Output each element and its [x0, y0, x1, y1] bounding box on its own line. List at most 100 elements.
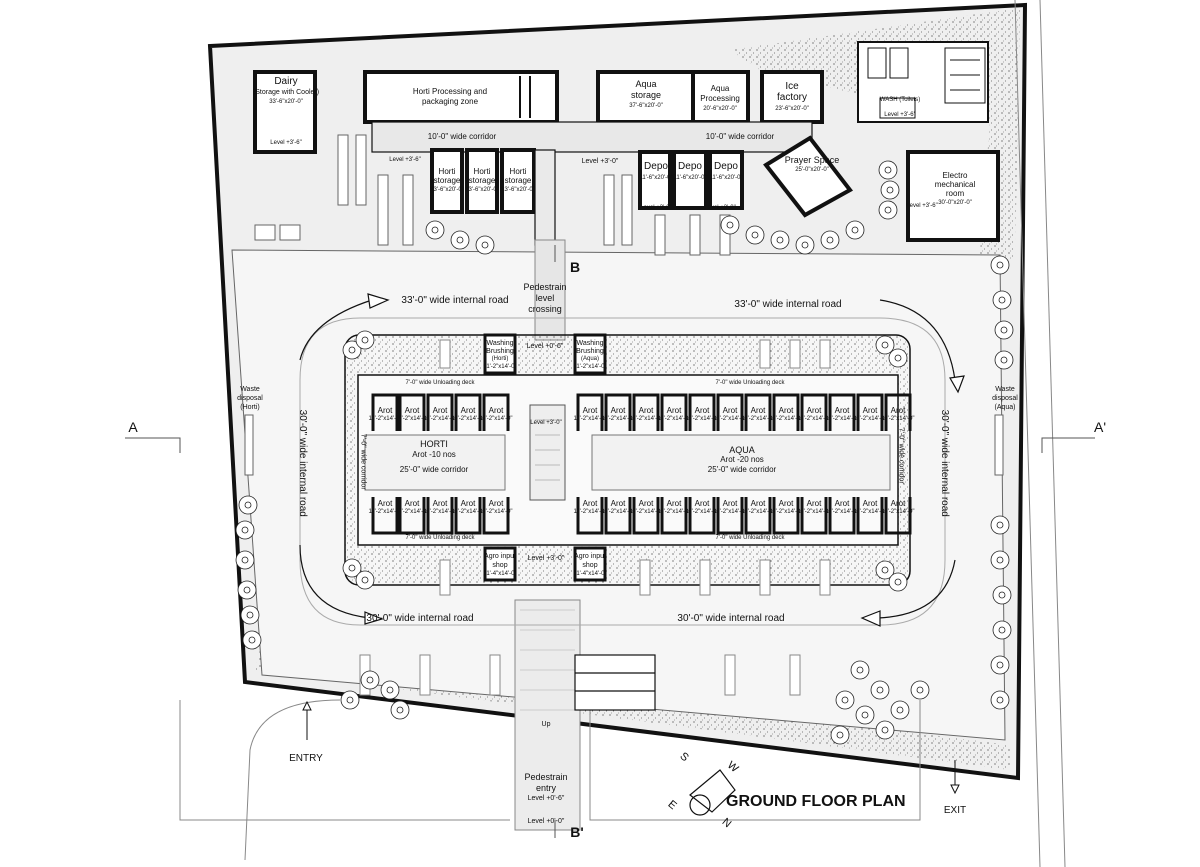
dairy-sub: (Storage with Cooler) [252, 89, 320, 96]
arot-stall [398, 497, 426, 535]
ice-factory-dim: 23'-6"x20'-0" [775, 106, 809, 112]
dairy-name: Dairy [274, 76, 298, 87]
wash-label: WASH (Toilets) [879, 97, 921, 103]
arot-dim: 11'-2"x14'-0" [685, 509, 719, 515]
road-arrows [299, 293, 965, 627]
trees [235, 160, 1014, 745]
parking-bays-top [254, 134, 731, 256]
arot-dim: 11'-2"x14'-0" [368, 509, 402, 515]
washing-aqua-line2: Brushing [576, 348, 604, 355]
arot-stall [632, 393, 660, 431]
tree-center [431, 226, 439, 234]
tree-center [886, 186, 894, 194]
tree-center [348, 346, 356, 354]
arot-label: Arot [694, 406, 710, 415]
tree-center [361, 576, 369, 584]
arot-stall [828, 497, 856, 535]
arot-label: Arot [610, 406, 626, 415]
tree-center [996, 696, 1004, 704]
depo-2-dim: 11'-6"x20'-0" [673, 175, 707, 181]
shops-near-entry [574, 654, 656, 711]
arot-stall [426, 497, 454, 535]
arot-stall [576, 497, 604, 535]
arot-stall [398, 393, 426, 431]
section-a-left: A [128, 419, 138, 435]
arot-stall [744, 497, 772, 535]
tree-center [851, 226, 859, 234]
waste-aqua-line2: disposal [992, 395, 1018, 402]
tree-center [396, 706, 404, 714]
arot-dim: 11'-2"x14'-0" [713, 509, 747, 515]
arot-dim: 11'-2"x14'-0" [451, 416, 485, 422]
arot-dim: 11'-2"x14'-0" [423, 509, 457, 515]
corridor-right: 10'-0" wide corridor [705, 132, 775, 141]
horti-storage-3-line1: Horti [509, 167, 527, 176]
arot-dim: 11'-2"x14'-0" [825, 416, 859, 422]
horti-corridor-box [364, 434, 506, 491]
arot-stall [371, 393, 399, 431]
arot-label: Arot [890, 499, 906, 508]
arot-label: Arot [460, 499, 476, 508]
waste-aqua-line3: (Aqua) [994, 404, 1016, 411]
arot-dim: 11'-2"x14'-0" [797, 416, 831, 422]
arot-dim: 11'-2"x14'-0" [825, 509, 859, 515]
arot-label: Arot [638, 406, 654, 415]
north-building-block [253, 41, 1000, 246]
dairy-dim: 33'-6"x20'-0" [269, 99, 303, 105]
waste-aqua-line1: Waste [995, 386, 1015, 393]
tree-center [996, 556, 1004, 564]
arot-stall [604, 393, 632, 431]
horti-processing-line1: Horti Processing and [412, 87, 488, 96]
arot-label: Arot [666, 499, 682, 508]
arot-dim: 11'-2"x14'-0" [601, 416, 635, 422]
unloading-deck-bottom-left: 7'-0" wide Unloading deck [405, 535, 475, 541]
unloading-deck-top-right: 7'-0" wide Unloading deck [715, 380, 785, 386]
horti-storage-2-line1: Horti [473, 167, 491, 176]
tree-center [776, 236, 784, 244]
washing-aqua-line1: Washing [576, 340, 604, 347]
arot-label: Arot [778, 406, 794, 415]
tree-center [241, 556, 249, 564]
arot-dim: 11'-2"x14'-0" [657, 509, 691, 515]
tree-center [996, 261, 1004, 269]
washing-horti-line1: Washing [486, 340, 514, 347]
ice-factory-line1: Ice [785, 81, 799, 92]
depo-level-1: Level +3'-0" [640, 205, 672, 211]
road-30-left-vertical: 30'-0" wide internal road [296, 409, 308, 517]
arot-dim: 11'-2"x14'-0" [395, 416, 429, 422]
depo-3-name: Depo [714, 161, 738, 172]
depo-1-name: Depo [644, 161, 668, 172]
agro-left-line2: shop [492, 562, 508, 569]
arot-dim: 11'-2"x14'-0" [395, 509, 429, 515]
arot-label: Arot [806, 499, 822, 508]
electro-line1: Electro [942, 171, 968, 180]
ped-crossing-line1: Pedestrain [523, 282, 567, 292]
arot-label: Arot [834, 406, 850, 415]
aqua-processing-line2: Processing [700, 94, 740, 103]
road-30-right-bottom: 30'-0" wide internal road [677, 613, 785, 624]
arot-dim: 11'-2"x14'-0" [629, 509, 663, 515]
arot-dim: 11'-2"x14'-0" [368, 416, 402, 422]
arot-stall [856, 497, 884, 535]
tree-center [841, 696, 849, 704]
aqua-name: AQUA [729, 445, 755, 455]
prayer-name: Prayer Space [784, 155, 840, 165]
arot-stall [371, 497, 399, 535]
unloading-deck-top-left: 7'-0" wide Unloading deck [405, 380, 475, 386]
arot-dim: 11'-2"x14'-0" [881, 509, 915, 515]
arot-label: Arot [638, 499, 654, 508]
up-label: Up [541, 721, 551, 728]
wash-level: Level +3'-6" [884, 112, 916, 118]
arot-dim: 11'-2"x14'-0" [713, 416, 747, 422]
tree-center [836, 731, 844, 739]
arot-stall [660, 497, 688, 535]
aqua-storage-line2: storage [630, 90, 662, 100]
tree-center [894, 354, 902, 362]
depo-level-2: Level +3'-0" [704, 205, 736, 211]
agro-left-line1: Agro input [484, 553, 516, 560]
tree-center [366, 676, 374, 684]
exit-label: EXIT [943, 805, 967, 816]
tree-center [856, 666, 864, 674]
horti-corridor: 25'-0" wide corridor [399, 465, 469, 474]
